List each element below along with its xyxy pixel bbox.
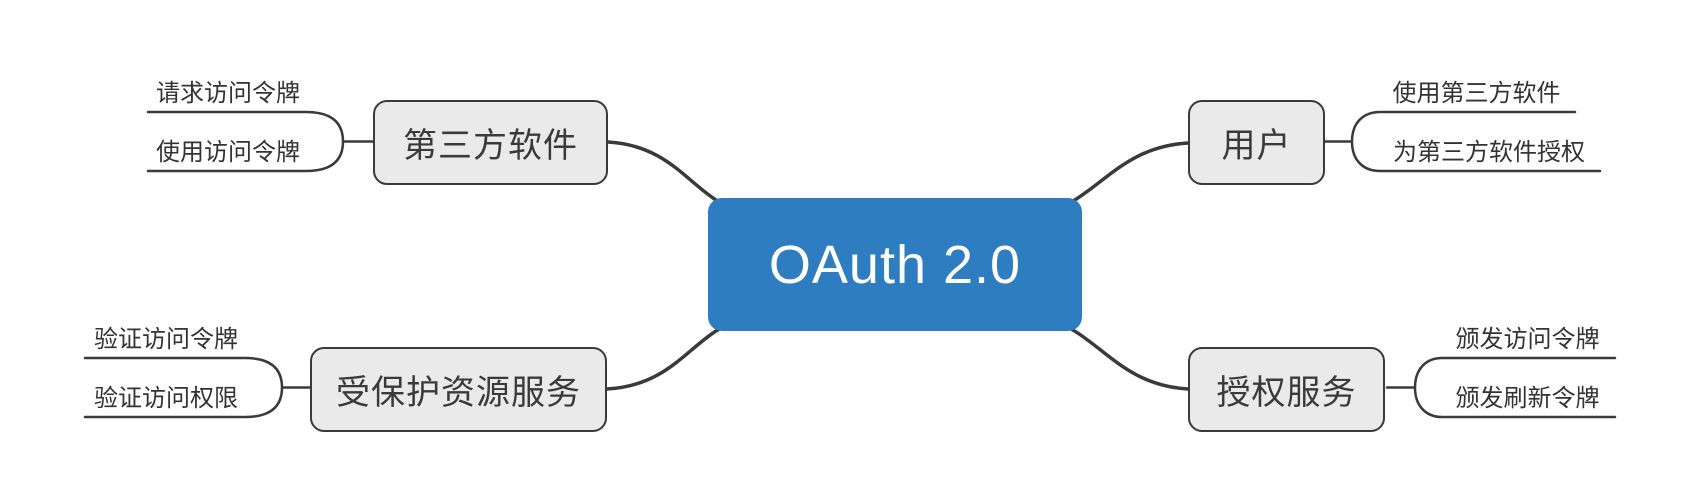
child-node-use-access-token[interactable]: 使用访问令牌: [156, 139, 300, 166]
child-node-use-third-party-software[interactable]: 使用第三方软件: [1392, 80, 1561, 107]
root-node-oauth[interactable]: OAuth 2.0: [708, 198, 1082, 331]
bracket-auth-children: [1385, 356, 1617, 419]
bracket-third-party-children: [146, 110, 375, 173]
child-node-verify-access-permission[interactable]: 验证访问权限: [94, 385, 238, 412]
child-node-authorize-third-party-software[interactable]: 为第三方软件授权: [1393, 139, 1585, 166]
child-node-verify-access-token[interactable]: 验证访问令牌: [94, 326, 238, 353]
child-node-request-access-token[interactable]: 请求访问令牌: [156, 80, 300, 107]
child-node-issue-access-token[interactable]: 颁发访问令牌: [1455, 326, 1600, 353]
bracket-protected-children: [83, 356, 312, 419]
branch-node-authorization-service[interactable]: 授权服务: [1188, 347, 1385, 432]
bracket-user-children: [1323, 110, 1602, 173]
child-node-issue-refresh-token[interactable]: 颁发刷新令牌: [1455, 385, 1600, 412]
branch-node-protected-resource-service[interactable]: 受保护资源服务: [310, 347, 607, 432]
branch-node-user[interactable]: 用户: [1188, 100, 1325, 185]
branch-node-third-party-software[interactable]: 第三方软件: [373, 100, 608, 185]
